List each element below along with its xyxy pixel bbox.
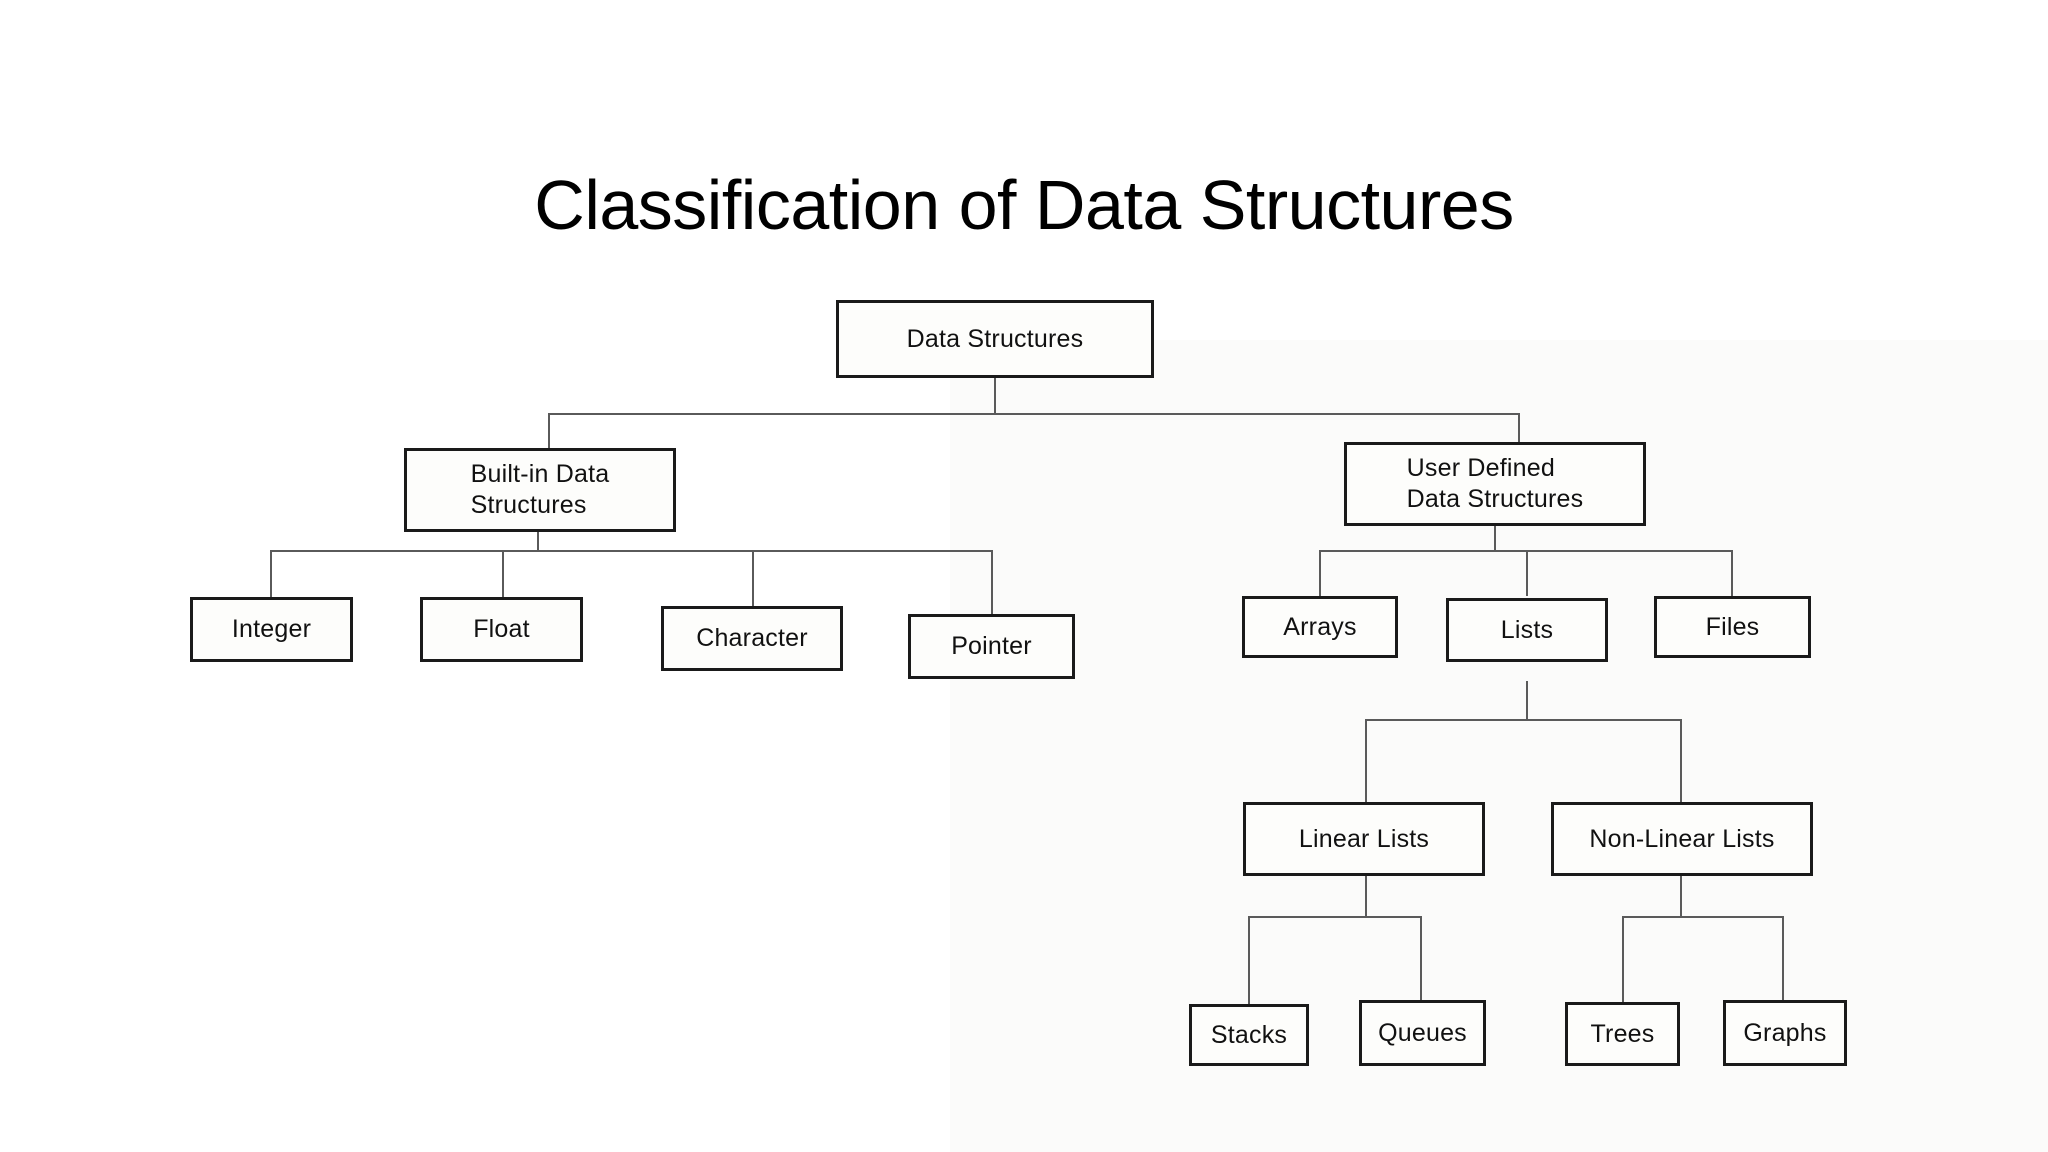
node-label: Trees — [1590, 1019, 1655, 1048]
connector-to-trees — [1622, 916, 1624, 1004]
connector-to-float — [502, 550, 504, 598]
connector-linear-bus — [1248, 916, 1422, 918]
connector-to-non-linear — [1680, 719, 1682, 802]
connector-to-lists — [1526, 550, 1528, 596]
node-label: Queues — [1378, 1018, 1467, 1047]
node-label: Arrays — [1283, 612, 1357, 641]
connector-lists-down — [1526, 681, 1528, 721]
node-linear-lists[interactable]: Linear Lists — [1243, 802, 1485, 876]
connector-to-character — [752, 550, 754, 607]
connector-to-built-in — [548, 413, 550, 449]
connector-to-queues — [1420, 916, 1422, 1004]
node-label: Integer — [231, 615, 312, 643]
connector-to-user-defined — [1518, 413, 1520, 443]
node-label: Built-in Data Structures — [470, 460, 610, 519]
connector-lists-bus — [1365, 719, 1682, 721]
connector-user-defined-down — [1494, 525, 1496, 552]
connector-to-arrays — [1319, 550, 1321, 596]
connector-root-down — [994, 377, 996, 415]
node-queues[interactable]: Queues — [1359, 1000, 1486, 1066]
connector-built-in-bus — [270, 550, 993, 552]
node-non-linear-lists[interactable]: Non-Linear Lists — [1551, 802, 1813, 876]
connector-linear-down — [1365, 876, 1367, 918]
node-label: Files — [1705, 612, 1760, 641]
node-data-structures[interactable]: Data Structures — [836, 300, 1154, 378]
node-label: Non-Linear Lists — [1589, 824, 1775, 853]
node-label: Pointer — [951, 632, 1032, 660]
node-label: Stacks — [1210, 1020, 1288, 1049]
node-label: Float — [473, 615, 530, 643]
connector-to-graphs — [1782, 916, 1784, 1004]
node-label: User Defined Data Structures — [1406, 454, 1584, 513]
node-user-defined-data-structures[interactable]: User Defined Data Structures — [1344, 442, 1646, 526]
connector-level1-bus — [548, 413, 1520, 415]
node-stacks[interactable]: Stacks — [1189, 1004, 1309, 1066]
node-pointer[interactable]: Pointer — [908, 614, 1075, 679]
connector-nonlinear-bus — [1622, 916, 1784, 918]
node-graphs[interactable]: Graphs — [1723, 1000, 1847, 1066]
connector-nonlinear-down — [1680, 876, 1682, 918]
node-lists[interactable]: Lists — [1446, 598, 1608, 662]
connector-built-in-down — [537, 530, 539, 552]
node-label: Character — [696, 624, 808, 652]
node-built-in-data-structures[interactable]: Built-in Data Structures — [404, 448, 676, 532]
connector-to-stacks — [1248, 916, 1250, 1004]
node-label: Data Structures — [906, 324, 1084, 353]
page-title: Classification of Data Structures — [534, 165, 1514, 244]
node-files[interactable]: Files — [1654, 596, 1811, 658]
node-label: Graphs — [1743, 1018, 1827, 1047]
node-label: Linear Lists — [1298, 824, 1430, 853]
node-arrays[interactable]: Arrays — [1242, 596, 1398, 658]
node-integer[interactable]: Integer — [190, 597, 353, 662]
node-character[interactable]: Character — [661, 606, 843, 671]
node-trees[interactable]: Trees — [1565, 1002, 1680, 1066]
connector-to-integer — [270, 550, 272, 598]
node-label: Lists — [1500, 615, 1554, 644]
connector-to-linear-lists — [1365, 719, 1367, 802]
node-float[interactable]: Float — [420, 597, 583, 662]
connector-to-files — [1731, 550, 1733, 596]
connector-to-pointer — [991, 550, 993, 615]
